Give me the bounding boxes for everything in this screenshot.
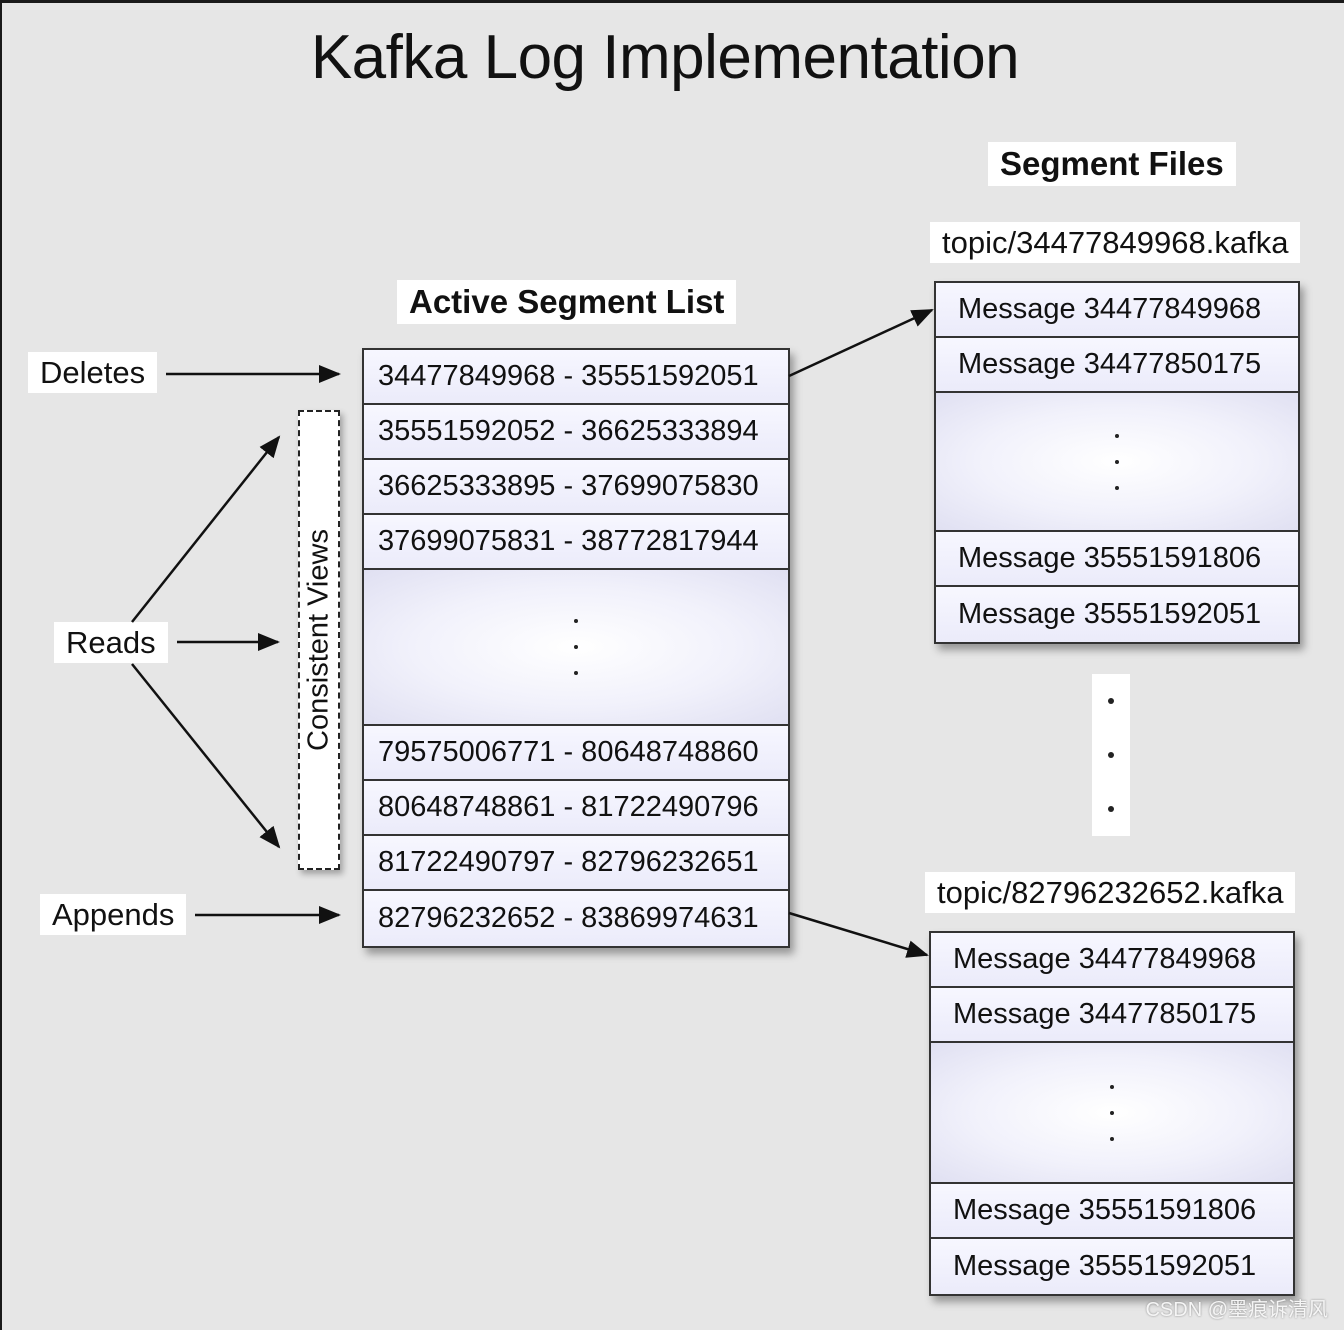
segment-row: 81722490797 - 82796232651 <box>364 836 788 891</box>
watermark: CSDN @墨痕诉清风 <box>1145 1299 1328 1321</box>
segment-row: 36625333895 - 37699075830 <box>364 460 788 515</box>
active-segment-list: 34477849968 - 35551592051 35551592052 - … <box>362 348 790 948</box>
message-row: Message 34477849968 <box>931 933 1293 988</box>
files-ellipsis <box>1092 674 1130 836</box>
segment-row: 37699075831 - 38772817944 <box>364 515 788 570</box>
segment-file-2: Message 34477849968 Message 34477850175 … <box>929 931 1295 1296</box>
segment-row: 35551592052 - 36625333894 <box>364 405 788 460</box>
message-row: Message 34477850175 <box>936 338 1298 393</box>
consistent-views-box: Consistent Views <box>298 410 340 870</box>
segment-file-2-arrow <box>788 911 929 958</box>
message-ellipsis <box>931 1043 1293 1184</box>
message-row: Message 35551592051 <box>931 1239 1293 1294</box>
active-segment-list-heading: Active Segment List <box>397 280 737 324</box>
segment-row: 79575006771 - 80648748860 <box>364 726 788 781</box>
segment-file-1: Message 34477849968 Message 34477850175 … <box>934 281 1300 644</box>
message-row: Message 35551591806 <box>931 1184 1293 1239</box>
segment-row: 80648748861 - 81722490796 <box>364 781 788 836</box>
deletes-label: Deletes <box>28 352 158 394</box>
segment-row: 34477849968 - 35551592051 <box>364 350 788 405</box>
appends-label: Appends <box>40 894 187 936</box>
message-row: Message 34477849968 <box>936 283 1298 338</box>
reads-arrow-down <box>131 663 281 849</box>
reads-label: Reads <box>54 622 168 664</box>
segment-files-heading: Segment Files <box>988 142 1236 186</box>
reads-arrow-up <box>131 435 281 623</box>
message-row: Message 34477850175 <box>931 988 1293 1043</box>
diagram-title: Kafka Log Implementation <box>310 23 1020 92</box>
segment-ellipsis <box>364 570 788 726</box>
message-row: Message 35551592051 <box>936 587 1298 642</box>
message-row: Message 35551591806 <box>936 532 1298 587</box>
segment-row: 82796232652 - 83869974631 <box>364 891 788 946</box>
segment-file-1-name: topic/34477849968.kafka <box>930 222 1301 264</box>
segment-file-1-arrow <box>788 308 934 378</box>
segment-file-2-name: topic/82796232652.kafka <box>925 872 1296 914</box>
message-ellipsis <box>936 393 1298 532</box>
